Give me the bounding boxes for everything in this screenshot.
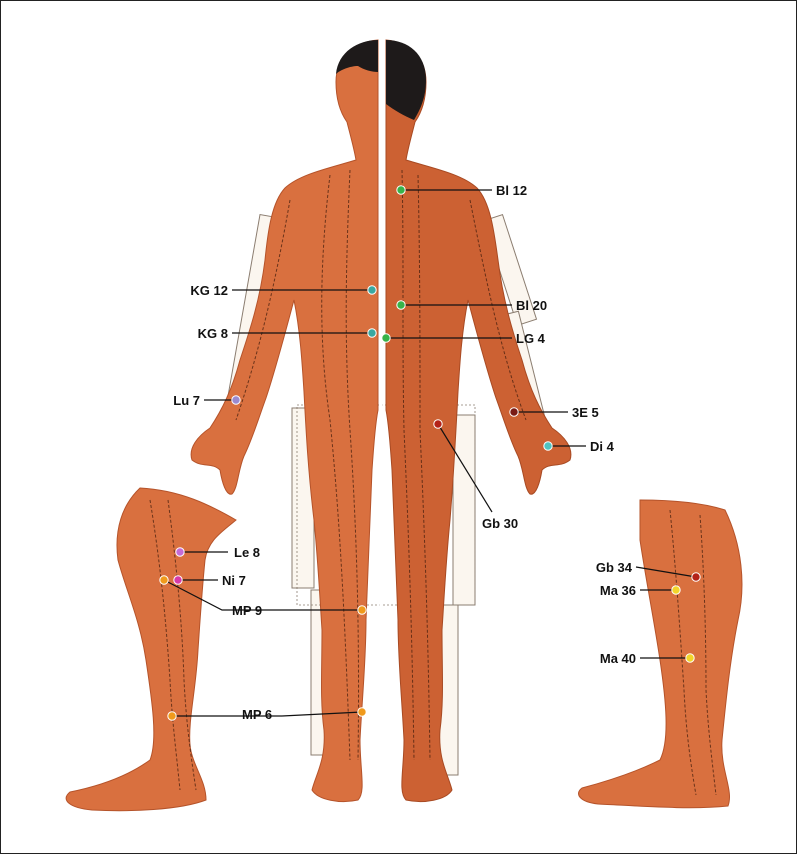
- ma36-label: Ma 36: [600, 583, 636, 598]
- mp6-point-marker-2: [168, 712, 176, 720]
- lg4-point-marker: [382, 334, 390, 342]
- bl12-point-marker: [397, 186, 405, 194]
- lu7-point-marker: [232, 396, 240, 404]
- le8-point-marker: [176, 548, 184, 556]
- kg12-label: KG 12: [190, 283, 228, 298]
- mp9-label: MP 9: [232, 603, 262, 618]
- gb30-label: Gb 30: [482, 516, 518, 531]
- gb34-label: Gb 34: [596, 560, 633, 575]
- gb34-point-marker: [692, 573, 700, 581]
- bl12-label: Bl 12: [496, 183, 527, 198]
- ma36-point-marker: [672, 586, 680, 594]
- back-body-figure: [386, 40, 571, 802]
- ni7-label: Ni 7: [222, 573, 246, 588]
- le8-label: Le 8: [234, 545, 260, 560]
- mp6-point-marker: [358, 708, 366, 716]
- bl20-label: Bl 20: [516, 298, 547, 313]
- ni7-point-marker: [174, 576, 182, 584]
- kg12-point-marker: [368, 286, 376, 294]
- ma40-point-marker: [686, 654, 694, 662]
- di4-label: Di 4: [590, 439, 615, 454]
- mp9-point-marker: [358, 606, 366, 614]
- left-leg-figure: [66, 488, 236, 811]
- kg8-label: KG 8: [198, 326, 228, 341]
- e3-5-point-marker: [510, 408, 518, 416]
- bl20-point-marker: [397, 301, 405, 309]
- e3-5-label: 3E 5: [572, 405, 599, 420]
- ma40-label: Ma 40: [600, 651, 636, 666]
- di4-point-marker: [544, 442, 552, 450]
- kg8-point-marker: [368, 329, 376, 337]
- lu7-label: Lu 7: [173, 393, 200, 408]
- lg4-label: LG 4: [516, 331, 546, 346]
- front-body-figure: [191, 40, 378, 802]
- mp9-point-marker-2: [160, 576, 168, 584]
- mp6-label: MP 6: [242, 707, 272, 722]
- gb30-point-marker: [434, 420, 442, 428]
